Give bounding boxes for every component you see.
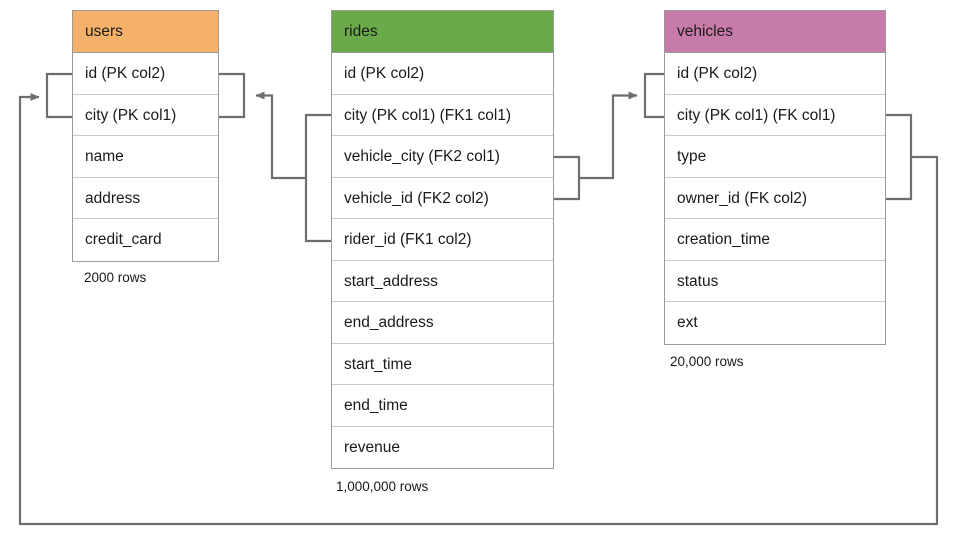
table-users[interactable]: users id (PK col2) city (PK col1) name a… xyxy=(72,10,219,262)
table-vehicles-column-id[interactable]: id (PK col2) xyxy=(665,53,885,95)
table-vehicles-column-status[interactable]: status xyxy=(665,260,885,302)
table-rides-column-vehicle-id[interactable]: vehicle_id (FK2 col2) xyxy=(332,177,553,219)
connector-vehicles-left-bracket xyxy=(643,72,664,119)
table-vehicles-title: vehicles xyxy=(665,11,885,53)
table-rides-column-rider-id[interactable]: rider_id (FK1 col2) xyxy=(332,219,553,261)
table-users-column-city[interactable]: city (PK col1) xyxy=(73,94,218,136)
connector-rides-left-bracket xyxy=(304,113,331,243)
table-rides-column-start-address[interactable]: start_address xyxy=(332,260,553,302)
table-rides-column-start-time[interactable]: start_time xyxy=(332,343,553,385)
connector-users-right-bracket xyxy=(219,72,246,119)
table-rides-column-vehicle-city[interactable]: vehicle_city (FK2 col1) xyxy=(332,136,553,178)
table-vehicles-row-count: 20,000 rows xyxy=(670,354,744,369)
table-users-column-address[interactable]: address xyxy=(73,177,218,219)
connector-fk1-rides-to-users xyxy=(255,91,306,180)
table-users-title: users xyxy=(73,11,218,53)
table-rides-column-city[interactable]: city (PK col1) (FK1 col1) xyxy=(332,94,553,136)
table-vehicles[interactable]: vehicles id (PK col2) city (PK col1) (FK… xyxy=(664,10,886,345)
table-rides-column-revenue[interactable]: revenue xyxy=(332,426,553,468)
table-rides-column-end-address[interactable]: end_address xyxy=(332,302,553,344)
table-vehicles-column-type[interactable]: type xyxy=(665,136,885,178)
connector-fk2-rides-to-vehicles xyxy=(579,91,638,180)
table-vehicles-column-ext[interactable]: ext xyxy=(665,302,885,344)
table-users-column-credit-card[interactable]: credit_card xyxy=(73,219,218,261)
table-rides-column-id[interactable]: id (PK col2) xyxy=(332,53,553,95)
table-users-column-name[interactable]: name xyxy=(73,136,218,178)
connector-rides-right-bracket xyxy=(554,155,581,201)
table-rides-column-end-time[interactable]: end_time xyxy=(332,385,553,427)
table-vehicles-column-owner-id[interactable]: owner_id (FK col2) xyxy=(665,177,885,219)
table-vehicles-column-creation-time[interactable]: creation_time xyxy=(665,219,885,261)
connector-users-left-bracket xyxy=(45,72,72,119)
connector-vehicles-right-bracket xyxy=(886,113,913,201)
table-rides-title: rides xyxy=(332,11,553,53)
table-rides[interactable]: rides id (PK col2) city (PK col1) (FK1 c… xyxy=(331,10,554,469)
table-vehicles-column-city[interactable]: city (PK col1) (FK col1) xyxy=(665,94,885,136)
table-rides-row-count: 1,000,000 rows xyxy=(336,479,429,494)
table-users-row-count: 2000 rows xyxy=(84,270,147,285)
table-users-column-id[interactable]: id (PK col2) xyxy=(73,53,218,95)
